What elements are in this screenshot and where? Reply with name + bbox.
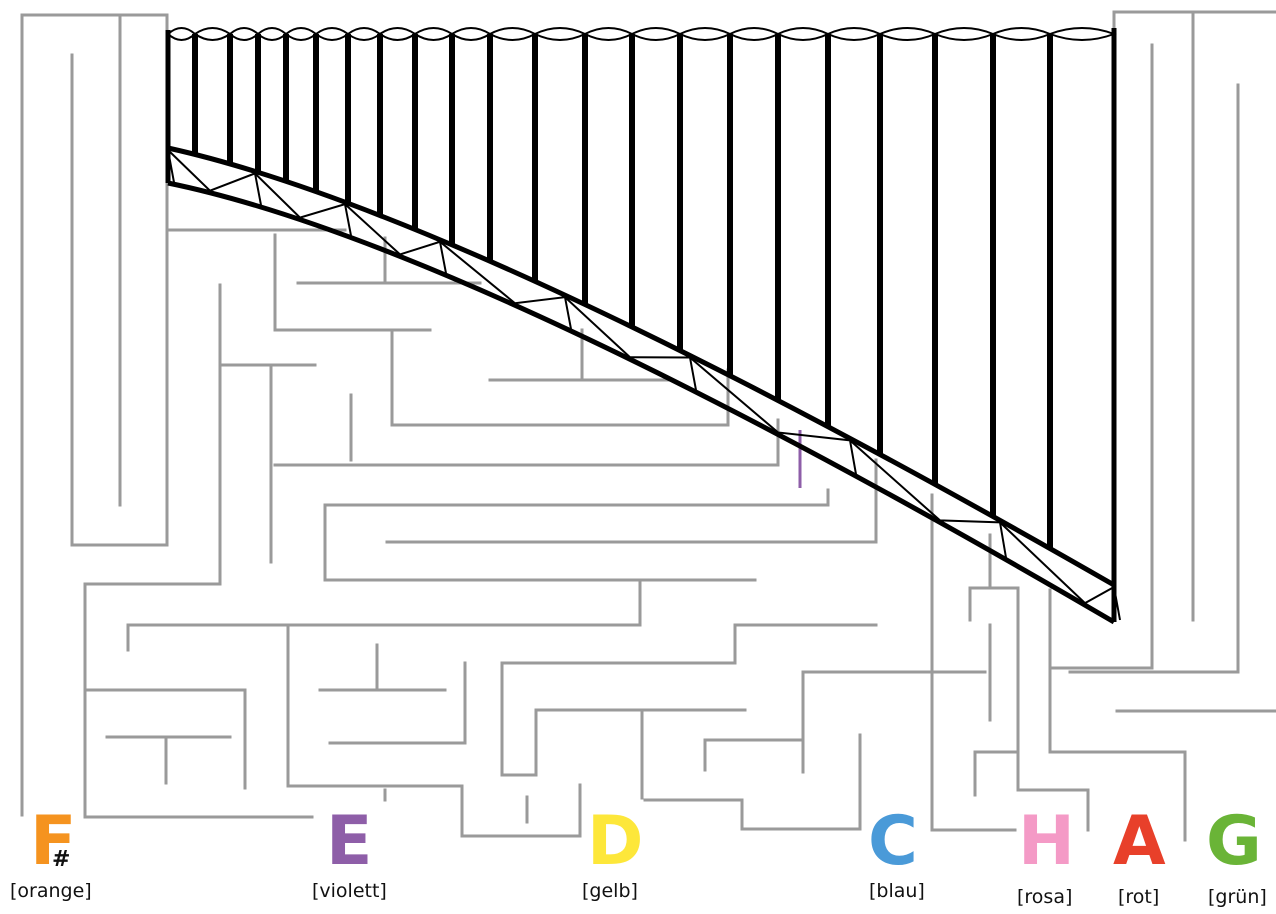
maze-lines bbox=[20, 10, 1276, 842]
note-h-caption: [rosa] bbox=[1017, 886, 1073, 908]
note-e-letter: E bbox=[326, 802, 373, 881]
sharp-symbol: # bbox=[52, 847, 71, 872]
note-f-sharp-letter: F bbox=[30, 802, 77, 881]
note-c-caption: [blau] bbox=[869, 880, 925, 902]
note-a-caption: [rot] bbox=[1118, 886, 1160, 908]
note-c-letter: C bbox=[868, 802, 918, 881]
note-f-sharp-caption: [orange] bbox=[10, 880, 92, 902]
note-g-letter: G bbox=[1206, 802, 1262, 881]
note-d-caption: [gelb] bbox=[582, 880, 638, 902]
note-a-letter: A bbox=[1113, 802, 1166, 881]
note-g-caption: [grün] bbox=[1208, 886, 1267, 908]
note-e-caption: [violett] bbox=[312, 880, 387, 902]
panflute-drawing bbox=[165, 27, 1121, 625]
note-d-letter: D bbox=[587, 802, 644, 881]
note-h-letter: H bbox=[1018, 802, 1075, 881]
